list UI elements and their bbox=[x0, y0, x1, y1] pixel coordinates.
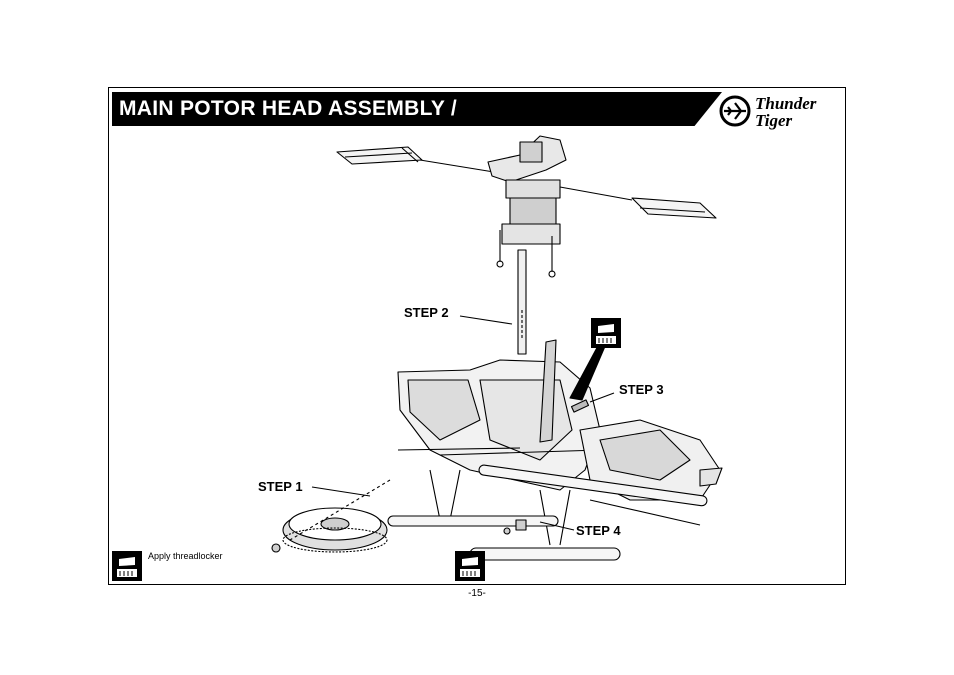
nut-part bbox=[271, 543, 281, 553]
screw-part bbox=[503, 527, 511, 535]
page-number: -15- bbox=[468, 588, 486, 599]
right-rotor-blade bbox=[559, 186, 717, 219]
logo-line2: Tiger bbox=[755, 111, 793, 130]
main-gear bbox=[282, 507, 388, 553]
step1-leader bbox=[311, 486, 371, 497]
tail-boom-mount bbox=[579, 419, 723, 526]
step-4-label: STEP 4 bbox=[576, 523, 621, 538]
thunder-tiger-logo: Thunder Tiger bbox=[719, 94, 817, 130]
step2-leader bbox=[459, 315, 513, 325]
threadlocker-icon bbox=[112, 551, 142, 581]
legend-text: Apply threadlocker bbox=[148, 551, 223, 561]
helicopter-assembly-illustration bbox=[271, 135, 723, 581]
step-3-label: STEP 3 bbox=[619, 382, 664, 397]
main-frame bbox=[397, 339, 601, 491]
page-title: MAIN POTOR HEAD ASSEMBLY / bbox=[119, 97, 458, 120]
left-rotor-blade bbox=[336, 146, 501, 174]
step-1-label: STEP 1 bbox=[258, 479, 303, 494]
step3-leader bbox=[589, 392, 615, 403]
main-shaft bbox=[517, 249, 527, 355]
rotor-head bbox=[487, 135, 567, 278]
threadlocker-callout-top bbox=[591, 318, 621, 348]
step4-leader bbox=[539, 521, 575, 531]
logo-line1: Thunder bbox=[755, 94, 817, 113]
collar-part bbox=[515, 519, 527, 531]
gear-dash-line bbox=[289, 479, 391, 541]
page-frame bbox=[108, 87, 846, 585]
bolt-part bbox=[570, 399, 590, 413]
threadlocker-callout-bottom bbox=[455, 551, 485, 581]
step-2-label: STEP 2 bbox=[404, 305, 449, 320]
title-band bbox=[112, 92, 722, 126]
